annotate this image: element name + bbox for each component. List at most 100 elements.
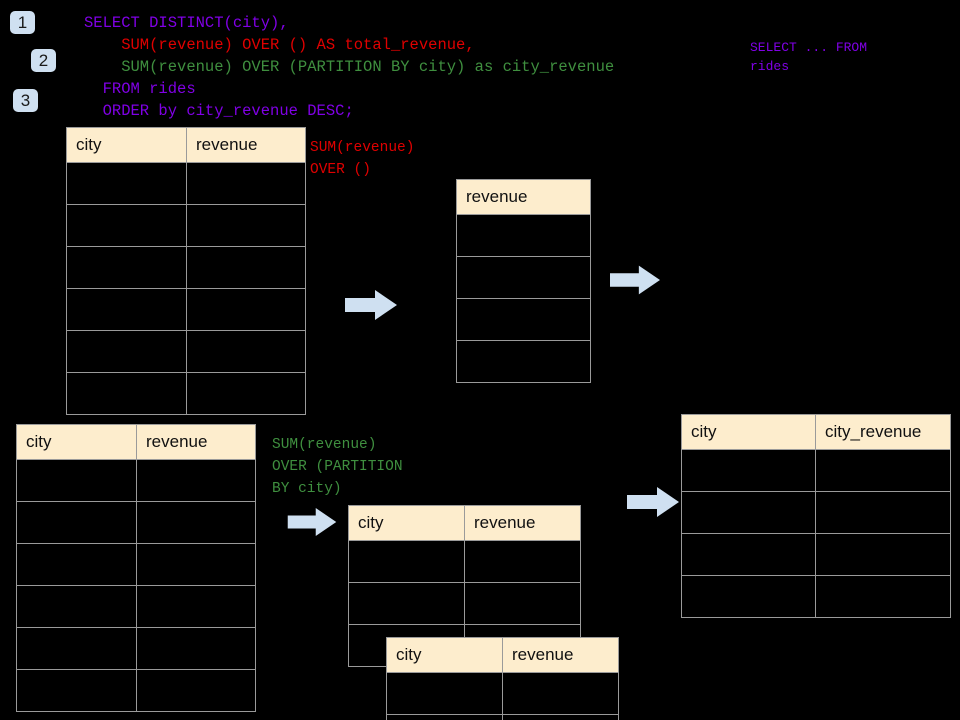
table-cell (348, 582, 465, 625)
table-cell (66, 246, 187, 289)
table-row (16, 585, 256, 628)
table-cell (456, 298, 591, 341)
table-cell (66, 204, 187, 247)
annotation-sum-over-partition: SUM(revenue) OVER (PARTITION BY city) (272, 437, 403, 497)
column-header-city: city (16, 424, 137, 460)
step-badge-1: 1 (10, 11, 35, 34)
table-cell (386, 714, 503, 720)
column-header-city: city (681, 414, 816, 450)
table-cell (136, 459, 256, 502)
table-header-row: city city_revenue (681, 414, 951, 450)
total-revenue-table: revenue (456, 179, 591, 383)
column-header-city: city (386, 637, 503, 673)
table-cell (456, 214, 591, 257)
table-cell (186, 204, 306, 247)
table-cell (186, 330, 306, 373)
step-badge-3: 3 (13, 89, 38, 112)
table-header-row: revenue (456, 179, 591, 215)
table-cell (815, 533, 951, 576)
sql-line-select: SELECT DISTINCT(city), (84, 14, 289, 32)
table-row (66, 204, 306, 247)
table-row (456, 340, 591, 383)
table-row (16, 543, 256, 586)
table-cell (464, 582, 581, 625)
table-row (16, 501, 256, 544)
table-cell (815, 491, 951, 534)
table-row (681, 491, 951, 534)
table-row (16, 669, 256, 712)
table-row (66, 162, 306, 205)
table-row (66, 372, 306, 415)
table-cell (16, 669, 137, 712)
table-header-row: city revenue (386, 637, 619, 673)
arrow-source-to-partition (287, 508, 337, 536)
column-header-city-revenue: city_revenue (815, 414, 951, 450)
sql-line-city-revenue: SUM(revenue) OVER (PARTITION BY city) as… (84, 58, 615, 76)
table-cell (16, 585, 137, 628)
column-header-revenue: revenue (464, 505, 581, 541)
column-header-city: city (66, 127, 187, 163)
table-cell (815, 449, 951, 492)
arrow-source-to-total (345, 290, 397, 320)
arrow-total-to-right (610, 265, 660, 295)
table-row (681, 575, 951, 618)
column-header-revenue: revenue (186, 127, 306, 163)
table-cell (386, 672, 503, 715)
table-cell (186, 246, 306, 289)
table-cell (136, 501, 256, 544)
rides-source-table-top: city revenue (66, 127, 306, 415)
table-cell (456, 340, 591, 383)
step-badge-2: 2 (31, 49, 56, 72)
table-row (66, 246, 306, 289)
table-cell (464, 540, 581, 583)
table-cell (136, 543, 256, 586)
table-cell (16, 501, 137, 544)
column-header-city: city (348, 505, 465, 541)
sql-line-total-revenue: SUM(revenue) OVER () AS total_revenue, (84, 36, 475, 54)
table-cell (681, 491, 816, 534)
table-header-row: city revenue (16, 424, 256, 460)
table-cell (502, 672, 619, 715)
table-cell (66, 288, 187, 331)
table-cell (348, 540, 465, 583)
table-row (16, 459, 256, 502)
table-row (456, 214, 591, 257)
table-row (66, 330, 306, 373)
table-cell (66, 372, 187, 415)
partition-group-table-front: city revenue (386, 637, 619, 720)
table-row (386, 672, 619, 715)
table-cell (16, 543, 137, 586)
sql-line-order-by: ORDER by city_revenue DESC; (84, 102, 354, 120)
table-header-row: city revenue (66, 127, 306, 163)
column-header-revenue: revenue (502, 637, 619, 673)
result-table: city city_revenue (681, 414, 951, 618)
annotation-sum-over-empty: SUM(revenue) OVER () (310, 140, 415, 178)
table-cell (16, 459, 137, 502)
table-cell (186, 162, 306, 205)
table-cell (136, 627, 256, 670)
table-row (681, 449, 951, 492)
table-cell (66, 330, 187, 373)
table-cell (815, 575, 951, 618)
table-cell (502, 714, 619, 720)
table-row (348, 540, 581, 583)
sql-line-from: FROM rides (84, 80, 196, 98)
table-row (16, 627, 256, 670)
table-cell (136, 585, 256, 628)
annotation-select-from-rides: SELECT ... FROM rides (750, 40, 868, 74)
table-row (456, 298, 591, 341)
table-cell (186, 288, 306, 331)
table-cell (681, 533, 816, 576)
table-cell (186, 372, 306, 415)
table-row (681, 533, 951, 576)
table-header-row: city revenue (348, 505, 581, 541)
rides-source-table-bottom: city revenue (16, 424, 256, 712)
table-row (348, 582, 581, 625)
table-cell (16, 627, 137, 670)
table-row (456, 256, 591, 299)
table-cell (456, 256, 591, 299)
arrow-partition-to-result (627, 487, 679, 517)
table-row (66, 288, 306, 331)
table-cell (681, 449, 816, 492)
